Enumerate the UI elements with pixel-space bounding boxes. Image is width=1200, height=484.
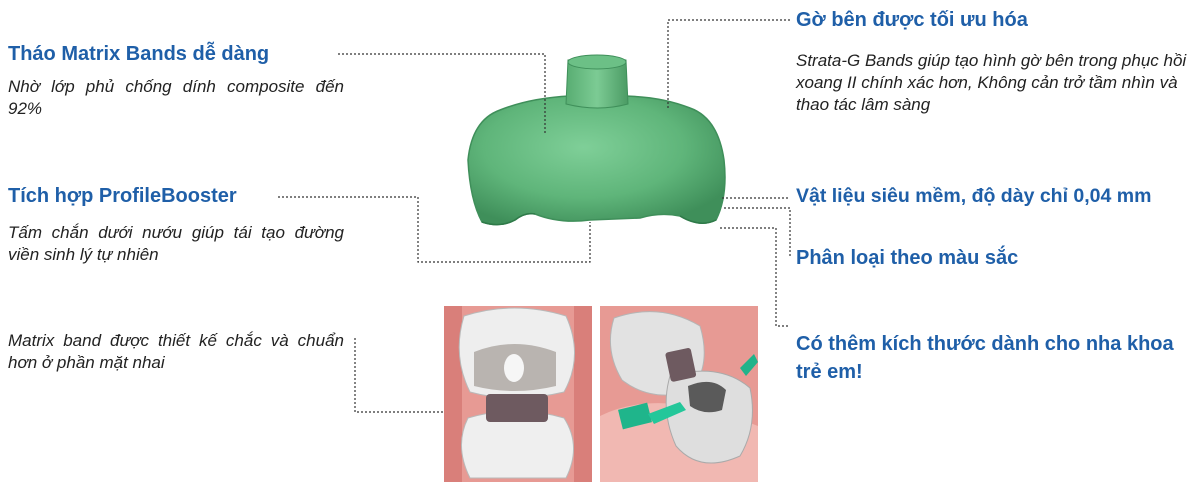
- feature-title-lateral-ridge: Gờ bên được tối ưu hóa: [796, 9, 1028, 31]
- side-clinical-image: [600, 306, 758, 482]
- occlusal-clinical-image: [444, 306, 592, 482]
- feature-title-profile-booster: Tích hợp ProfileBooster: [8, 185, 237, 207]
- feature-desc-profile-booster: Tấm chắn dưới nướu giúp tái tạo đường vi…: [8, 223, 344, 264]
- matrix-band-illustration: [467, 54, 726, 226]
- feature-desc-lateral-ridge: Strata-G Bands giúp tạo hình gờ bên tron…: [796, 51, 1187, 114]
- feature-title-ultra-soft: Vật liệu siêu mềm, độ dày chỉ 0,04 mm: [796, 185, 1152, 207]
- feature-title-pediatric: Có thêm kích thước dành cho nha khoa trẻ…: [796, 333, 1174, 383]
- feature-title-color-coding: Phân loại theo màu sắc: [796, 247, 1019, 269]
- feature-desc-easy-removal: Nhờ lớp phủ chống dính composite đến 92%: [8, 77, 344, 118]
- feature-title-easy-removal: Tháo Matrix Bands dễ dàng: [8, 43, 270, 65]
- feature-desc-occlusal: Matrix band được thiết kế chắc và chuẩn …: [8, 331, 344, 372]
